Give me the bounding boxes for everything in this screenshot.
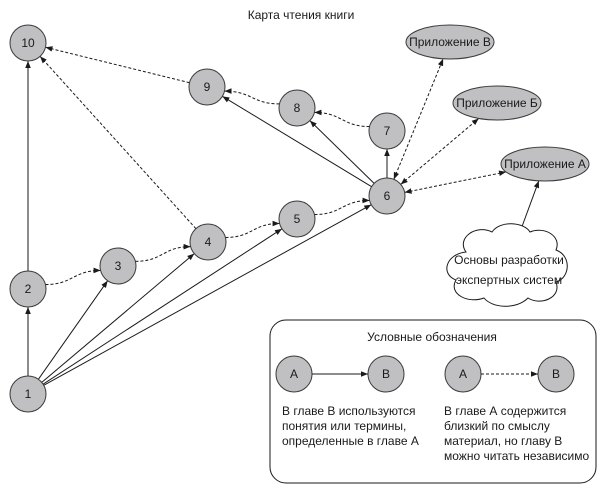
edge-6-to-9 [222,95,372,188]
chapter-circle [9,270,47,308]
legend-box [269,319,597,484]
chapter-node-6[interactable]: 6 [368,177,406,215]
chapter-label: 10 [21,36,35,50]
chapter-label: 4 [205,235,212,249]
legend-dashed-desc-1: В главе А содержится [444,404,566,418]
chapter-node-2[interactable]: 2 [9,270,47,308]
appendix-ellipse [452,85,542,121]
chapter-node-10[interactable]: 10 [9,24,47,62]
chapter-node-4[interactable]: 4 [189,223,227,261]
legend: Условные обозначения A B A B В главе В и… [269,319,597,484]
cloud-line-2: экспертных систем [456,273,562,287]
legend-dashed-desc-4: можно читать независимо [444,449,590,463]
edge-6-to-appA [404,170,507,194]
chapter-node-5[interactable]: 5 [278,200,316,238]
nodes: 1 2 3 4 5 6 7 8 9 10 Приложение В Приложение Б Прило… [9,24,590,413]
legend-title: Условные обозначения [367,330,497,344]
chapter-label: 8 [294,101,301,115]
legend-solid-desc-1: В главе В используются [282,404,416,418]
chapter-label: 1 [25,387,32,401]
chapter-label: 2 [25,282,32,296]
cloud-expert-systems[interactable]: Основы разработки экспертных систем [446,223,568,307]
edge-7-to-8 [314,109,370,128]
edge-2-to-3 [45,267,101,286]
edge-6-to-appV [393,58,444,180]
appendix-node-appV[interactable]: Приложение В [405,24,495,60]
edge-6-to-appB [400,118,480,185]
cloud-shape [446,223,568,307]
edge-3-to-4 [135,243,191,262]
chapter-label: 5 [294,212,301,226]
edge-4-to-5 [225,220,280,238]
chapter-node-1[interactable]: 1 [9,375,47,413]
cloud-line-1: Основы разработки [454,253,564,267]
chapter-circle [188,68,226,106]
legend-dashed-desc-3: материал, но главу В [444,434,562,448]
chapter-label: 9 [204,80,211,94]
chapter-circle [9,24,47,62]
edge-5-to-6 [314,197,370,216]
chapter-node-9[interactable]: 9 [188,68,226,106]
legend-solid-desc-2: понятия или термины, [282,419,406,433]
edge-8-to-9 [224,88,280,105]
edge-1-to-5 [42,228,283,385]
chapter-circle [278,200,316,238]
appendix-label: Приложение Б [456,96,538,110]
chapter-label: 6 [384,189,391,203]
chapter-node-7[interactable]: 7 [368,112,406,150]
edge-1-to-3 [37,280,109,380]
chapter-circle [368,112,406,150]
diagram-title: Карта чтения книги [248,8,355,22]
legend-solid-desc-3: определенные в главе А [282,434,419,448]
appendix-node-appB[interactable]: Приложение Б [452,85,542,121]
edge-1-to-6 [43,204,372,386]
chapter-circle [9,375,47,413]
chapter-label: 7 [384,124,391,138]
edge-9-to-10 [45,46,190,84]
appendix-label: Приложение В [409,35,491,49]
chapter-circle [278,89,316,127]
chapter-circle [368,177,406,215]
legend-node-b-dashed-label: B [552,367,560,381]
appendix-ellipse [405,24,495,60]
edge-1-to-4 [41,253,195,383]
legend-node-a-dashed-label: A [459,367,467,381]
edges [25,46,540,386]
chapter-circle [99,247,137,285]
chapter-circle [189,223,227,261]
chapter-node-3[interactable]: 3 [99,247,137,285]
edge-cloud-to-appA [519,180,540,233]
appendix-node-appA[interactable]: Приложение А [500,146,590,182]
appendix-ellipse [500,146,590,182]
chapter-node-8[interactable]: 8 [278,89,316,127]
appendix-label: Приложение А [504,157,586,171]
chapter-label: 3 [115,259,122,273]
edge-4-to-10 [39,56,197,229]
edge-6-to-8 [309,120,375,184]
legend-node-b-solid-label: B [382,367,390,381]
legend-node-a-solid-label: A [290,367,298,381]
legend-dashed-desc-2: близкий по смыслу [444,419,550,433]
